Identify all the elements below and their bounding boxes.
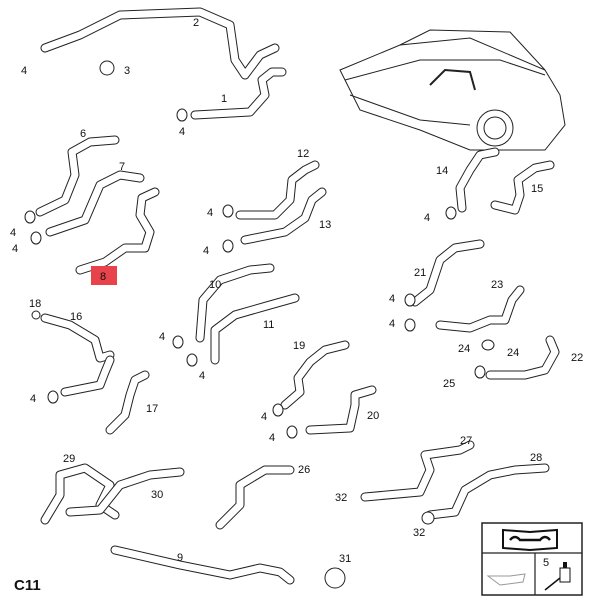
hose-17-fill xyxy=(61,356,114,396)
callout-label[interactable]: 4 xyxy=(159,331,165,343)
callout-label[interactable]: 15 xyxy=(531,183,543,195)
callout-label[interactable]: 32 xyxy=(413,527,425,539)
hose-28-fill xyxy=(426,464,549,519)
hose-14-fill xyxy=(456,148,499,212)
callout-label[interactable]: 2 xyxy=(193,17,199,29)
callout-label[interactable]: 32 xyxy=(335,492,347,504)
car-location-illustration xyxy=(339,29,566,151)
hose-23-fill xyxy=(436,286,524,332)
legend-box: 5 xyxy=(481,522,583,596)
hose-16-fill xyxy=(41,314,114,362)
callout-label[interactable]: 1 xyxy=(221,93,227,105)
callout-label[interactable]: 4 xyxy=(389,293,395,305)
callout-label[interactable]: 14 xyxy=(436,165,448,177)
callout-labels: 2 4 3 1 4 6 7 4 4 8 12 14 15 4 13 4 4 21… xyxy=(10,17,583,594)
callout-label[interactable]: 24 xyxy=(458,343,470,355)
sealant-bottle-icon xyxy=(544,562,571,591)
callout-label[interactable]: 26 xyxy=(298,464,310,476)
hose-20-fill xyxy=(306,386,376,434)
callout-label[interactable]: 18 xyxy=(29,298,41,310)
hose-12-fill xyxy=(236,161,319,219)
hose-clamps xyxy=(24,60,495,589)
callout-label[interactable]: 16 xyxy=(70,311,82,323)
callout-label[interactable]: 22 xyxy=(571,352,583,364)
callout-label[interactable]: 24 xyxy=(507,347,519,359)
callout-label[interactable]: 30 xyxy=(151,489,163,501)
callout-label[interactable]: 19 xyxy=(293,340,305,352)
callout-label[interactable]: 13 xyxy=(319,219,331,231)
callout-label[interactable]: 27 xyxy=(460,435,472,447)
callout-label[interactable]: 4 xyxy=(203,245,209,257)
callout-label[interactable]: 4 xyxy=(199,370,205,382)
hose-10-fill xyxy=(196,264,274,342)
callout-label[interactable]: 4 xyxy=(10,227,16,239)
hose-22-fill xyxy=(486,336,559,379)
callout-label[interactable]: 6 xyxy=(80,128,86,140)
callout-label[interactable]: 7 xyxy=(119,161,125,173)
hose-11-fill xyxy=(211,294,299,364)
hose-6-fill xyxy=(36,136,119,216)
callout-label[interactable]: 11 xyxy=(263,319,274,331)
callout-label[interactable]: 4 xyxy=(207,207,213,219)
callout-label[interactable]: 17 xyxy=(146,403,158,415)
hose-8-fill xyxy=(76,188,159,274)
hose-2-fill xyxy=(41,8,279,79)
callout-label[interactable]: 4 xyxy=(179,126,185,138)
callout-label[interactable]: 4 xyxy=(21,65,27,77)
hose-30 xyxy=(65,467,185,517)
callout-label[interactable]: 21 xyxy=(414,267,426,279)
page-code: C11 xyxy=(14,577,41,594)
callout-label[interactable]: 9 xyxy=(177,552,183,564)
callout-label[interactable]: 25 xyxy=(443,378,455,390)
callout-label[interactable]: 12 xyxy=(297,148,309,160)
legend-part-label: 5 xyxy=(543,557,549,569)
callout-label[interactable]: 31 xyxy=(339,553,351,565)
callout-label[interactable]: 4 xyxy=(12,243,18,255)
hose-9-fill xyxy=(111,546,294,584)
callout-label[interactable]: 4 xyxy=(424,212,430,224)
callout-label[interactable]: 4 xyxy=(30,393,36,405)
hose-17b-fill xyxy=(106,371,149,434)
callout-label[interactable]: 4 xyxy=(261,411,267,423)
hose-15-fill xyxy=(491,161,554,214)
hose-26-fill xyxy=(216,466,294,529)
callout-label[interactable]: 28 xyxy=(530,452,542,464)
hose-27-fill xyxy=(361,441,474,501)
hose-19-fill xyxy=(281,341,349,409)
hose-parts xyxy=(35,7,560,585)
callout-label[interactable]: 3 xyxy=(124,65,130,77)
highlight-box-part-8[interactable] xyxy=(91,266,117,285)
callout-label[interactable]: 10 xyxy=(209,279,221,291)
hose-clip-icon xyxy=(486,573,526,586)
callout-label[interactable]: 4 xyxy=(389,318,395,330)
callout-label[interactable]: 29 xyxy=(63,453,75,465)
hose-13-fill xyxy=(241,188,326,244)
repair-manual-icon xyxy=(502,528,558,552)
hose-7-fill xyxy=(46,171,144,236)
callout-label[interactable]: 4 xyxy=(269,432,275,444)
hose-21-fill xyxy=(411,240,484,306)
hose-1-fill xyxy=(191,68,286,119)
callout-label[interactable]: 20 xyxy=(367,410,379,422)
hose-30-fill xyxy=(66,468,184,516)
callout-label-highlighted[interactable]: 8 xyxy=(100,271,106,283)
callout-label[interactable]: 23 xyxy=(491,279,503,291)
